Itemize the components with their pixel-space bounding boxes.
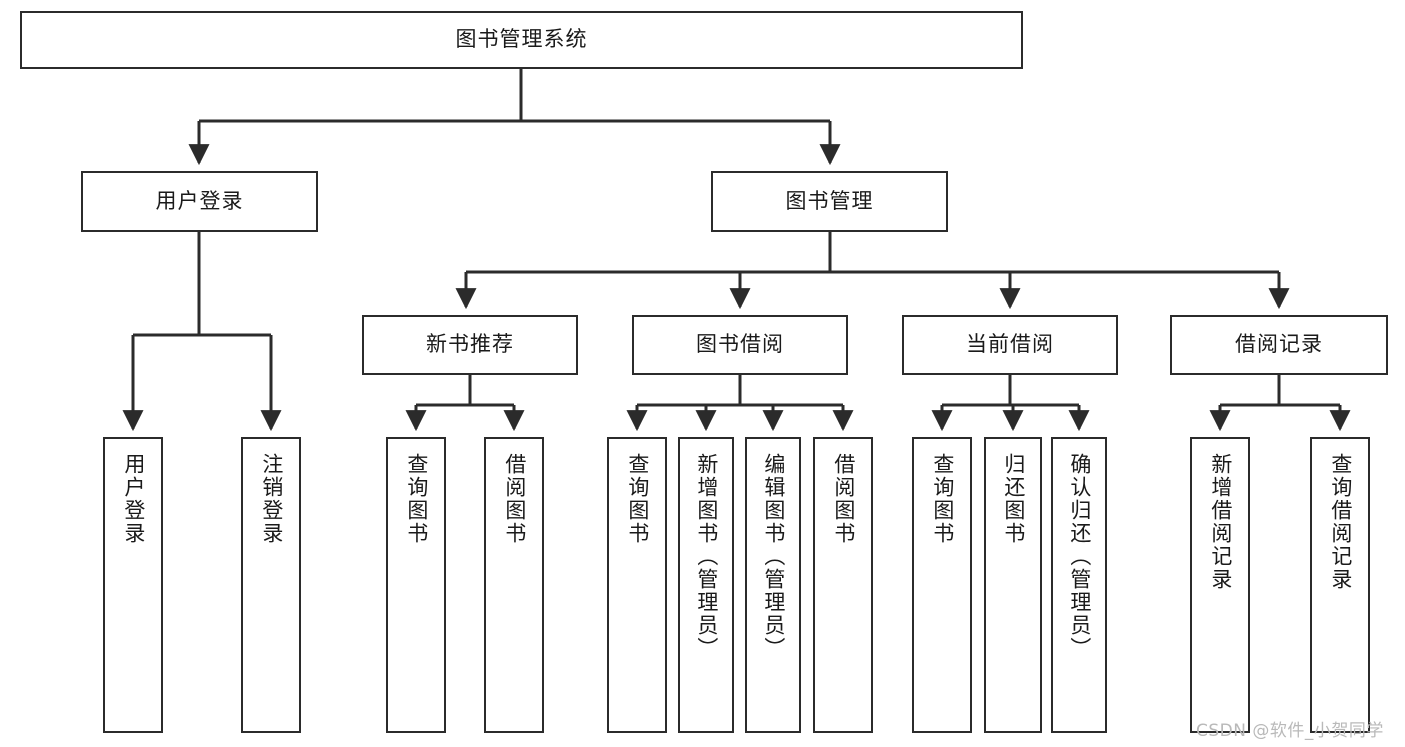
node-leaf-query-record-label: 查询借阅记录 bbox=[1328, 453, 1353, 591]
node-current-borrow-label: 当前借阅 bbox=[966, 332, 1054, 357]
node-book-manage[interactable]: 图书管理 bbox=[711, 171, 948, 232]
node-leaf-add-record[interactable]: 新增借阅记录 bbox=[1190, 437, 1250, 733]
node-leaf-borrow-book-1[interactable]: 借阅图书 bbox=[484, 437, 544, 733]
node-book-borrow-label: 图书借阅 bbox=[696, 332, 784, 357]
node-user-login-label: 用户登录 bbox=[155, 188, 244, 213]
node-leaf-add-book[interactable]: 新增图书（管理员） bbox=[678, 437, 734, 733]
node-leaf-user-login-label: 用户登录 bbox=[121, 453, 146, 545]
node-book-borrow[interactable]: 图书借阅 bbox=[632, 315, 848, 375]
node-leaf-user-logout[interactable]: 注销登录 bbox=[241, 437, 301, 733]
node-leaf-confirm-return[interactable]: 确认归还（管理员） bbox=[1051, 437, 1107, 733]
node-leaf-query-book-1[interactable]: 查询图书 bbox=[386, 437, 446, 733]
node-leaf-query-book-3[interactable]: 查询图书 bbox=[912, 437, 972, 733]
node-leaf-borrow-book-2-label: 借阅图书 bbox=[831, 453, 856, 545]
node-root[interactable]: 图书管理系统 bbox=[20, 11, 1023, 69]
node-leaf-edit-book-label: 编辑图书（管理员） bbox=[761, 453, 786, 660]
node-leaf-borrow-book-2[interactable]: 借阅图书 bbox=[813, 437, 873, 733]
node-leaf-query-record[interactable]: 查询借阅记录 bbox=[1310, 437, 1370, 733]
node-leaf-add-record-label: 新增借阅记录 bbox=[1208, 453, 1233, 591]
node-leaf-user-login[interactable]: 用户登录 bbox=[103, 437, 163, 733]
node-leaf-borrow-book-1-label: 借阅图书 bbox=[502, 453, 527, 545]
node-borrow-record[interactable]: 借阅记录 bbox=[1170, 315, 1388, 375]
node-borrow-record-label: 借阅记录 bbox=[1235, 332, 1323, 357]
node-user-login[interactable]: 用户登录 bbox=[81, 171, 318, 232]
node-new-book-rec-label: 新书推荐 bbox=[426, 332, 514, 357]
node-leaf-return-book[interactable]: 归还图书 bbox=[984, 437, 1042, 733]
node-current-borrow[interactable]: 当前借阅 bbox=[902, 315, 1118, 375]
node-leaf-confirm-return-label: 确认归还（管理员） bbox=[1067, 453, 1092, 660]
node-leaf-add-book-label: 新增图书（管理员） bbox=[694, 453, 719, 660]
node-new-book-rec[interactable]: 新书推荐 bbox=[362, 315, 578, 375]
node-leaf-query-book-2-label: 查询图书 bbox=[625, 453, 650, 545]
node-root-label: 图书管理系统 bbox=[455, 27, 588, 52]
node-book-manage-label: 图书管理 bbox=[785, 188, 874, 213]
node-leaf-edit-book[interactable]: 编辑图书（管理员） bbox=[745, 437, 801, 733]
node-leaf-user-logout-label: 注销登录 bbox=[259, 453, 284, 545]
node-leaf-query-book-1-label: 查询图书 bbox=[404, 453, 429, 545]
node-leaf-query-book-2[interactable]: 查询图书 bbox=[607, 437, 667, 733]
node-leaf-query-book-3-label: 查询图书 bbox=[930, 453, 955, 545]
node-leaf-return-book-label: 归还图书 bbox=[1001, 453, 1026, 545]
csdn-watermark: CSDN @软件_小贺同学 bbox=[1196, 721, 1384, 741]
